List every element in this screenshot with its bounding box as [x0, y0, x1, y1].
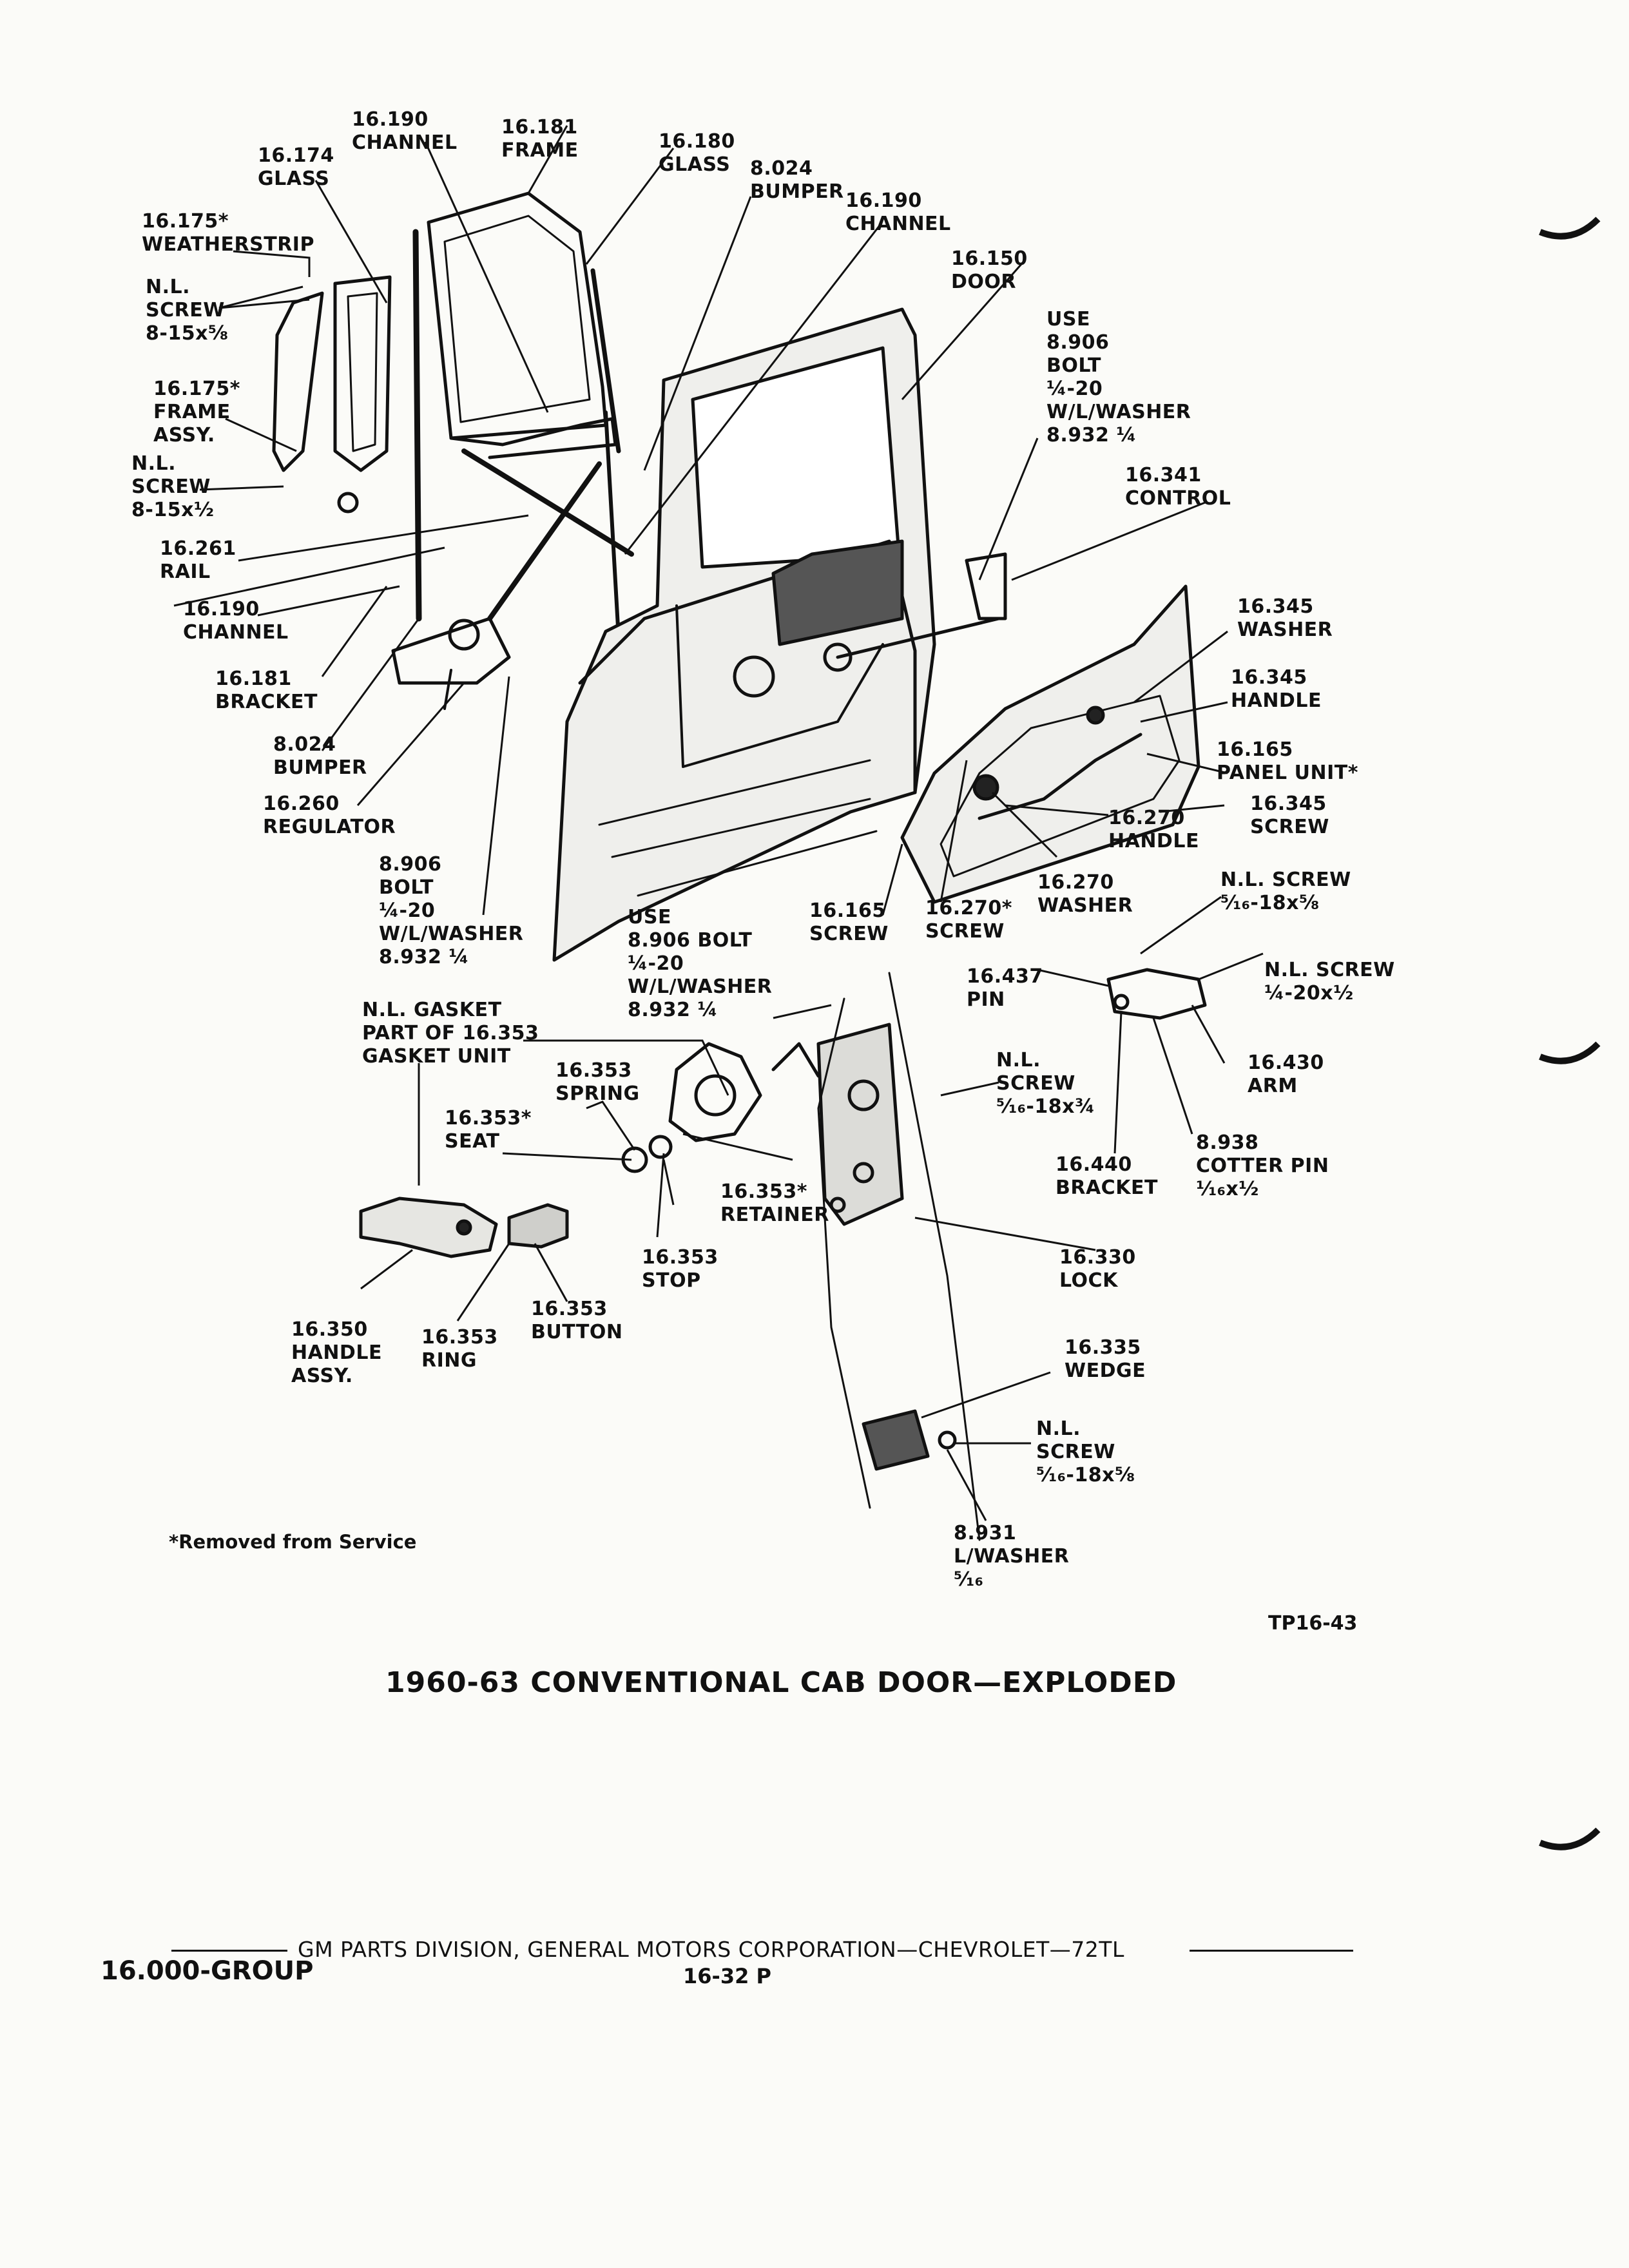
- binding-marks: [1539, 216, 1601, 1850]
- footer-group: 16.000-GROUP: [101, 1956, 314, 1986]
- door-shell: [552, 307, 1001, 962]
- figure-title: 1960-63 CONVENTIONAL CAB DOOR—EXPLODED: [385, 1666, 1177, 1699]
- window-glass-frame: [412, 191, 621, 622]
- label-weatherstrip-16175: 16.175*WEATHERSTRIP: [142, 210, 314, 256]
- window-regulator: [391, 410, 634, 710]
- door-check-arm: [1106, 968, 1207, 1020]
- label-seat-16353: 16.353*SEAT: [445, 1107, 532, 1153]
- footnote: *Removed from Service: [169, 1531, 417, 1553]
- label-retainer-16353: 16.353*RETAINER: [720, 1180, 829, 1226]
- door-lock-assembly: [771, 1023, 904, 1226]
- footer-corporation: GM PARTS DIVISION, GENERAL MOTORS CORPOR…: [298, 1937, 1124, 1962]
- footer-rule-left: [171, 1950, 287, 1952]
- window-control: [965, 552, 1007, 620]
- striker-wedge: [862, 1409, 957, 1471]
- footer-page-number: 16-32 P: [683, 1964, 771, 1988]
- label-screw-16270: 16.270*SCREW: [925, 897, 1012, 943]
- outside-handle-assembly: [359, 1042, 762, 1258]
- figure-id: TP16-43: [1268, 1612, 1358, 1635]
- door-trim-panel: [900, 584, 1200, 904]
- vent-frame-assembly: [272, 275, 392, 514]
- footer-rule-right: [1190, 1950, 1353, 1952]
